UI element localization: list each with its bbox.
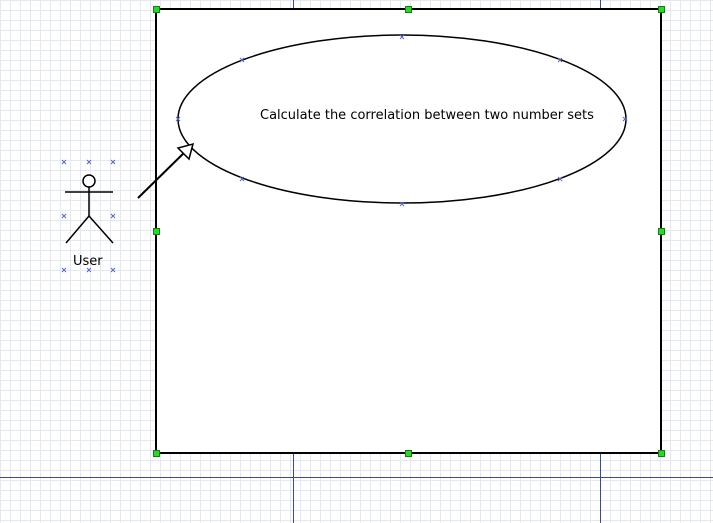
actor-left-leg [65,215,90,244]
resize-handle-bottom-middle[interactable] [405,450,412,457]
connection-point [61,159,67,165]
connection-point [61,213,67,219]
connection-point [399,34,405,40]
resize-handle-middle-right[interactable] [658,228,665,235]
connection-point [175,116,181,122]
resize-handle-top-left[interactable] [153,6,160,13]
resize-handle-middle-left[interactable] [153,228,160,235]
resize-handle-bottom-left[interactable] [153,450,160,457]
arrowhead-icon [176,142,195,161]
association-arrow[interactable] [137,142,195,199]
resize-handle-bottom-right[interactable] [658,450,665,457]
use-case-label[interactable]: Calculate the correlation between two nu… [260,108,594,123]
connection-point [557,57,563,63]
connection-point [110,213,116,219]
actor-right-leg [88,215,114,244]
connection-point [622,116,628,122]
actor-figure[interactable] [65,174,114,244]
actor-head [82,174,96,188]
connection-point [110,159,116,165]
use-case-connection-points [175,34,628,207]
actor-connection-points [61,159,116,273]
connection-point [61,267,67,273]
resize-handle-top-middle[interactable] [405,6,412,13]
connection-point [86,267,92,273]
actor-label[interactable]: User [73,254,103,269]
connection-point [239,57,245,63]
association-line[interactable] [137,146,191,199]
connection-point [239,176,245,182]
resize-handle-top-right[interactable] [658,6,665,13]
connection-point [557,176,563,182]
connection-point [86,159,92,165]
connection-point [399,201,405,207]
connection-point [110,267,116,273]
